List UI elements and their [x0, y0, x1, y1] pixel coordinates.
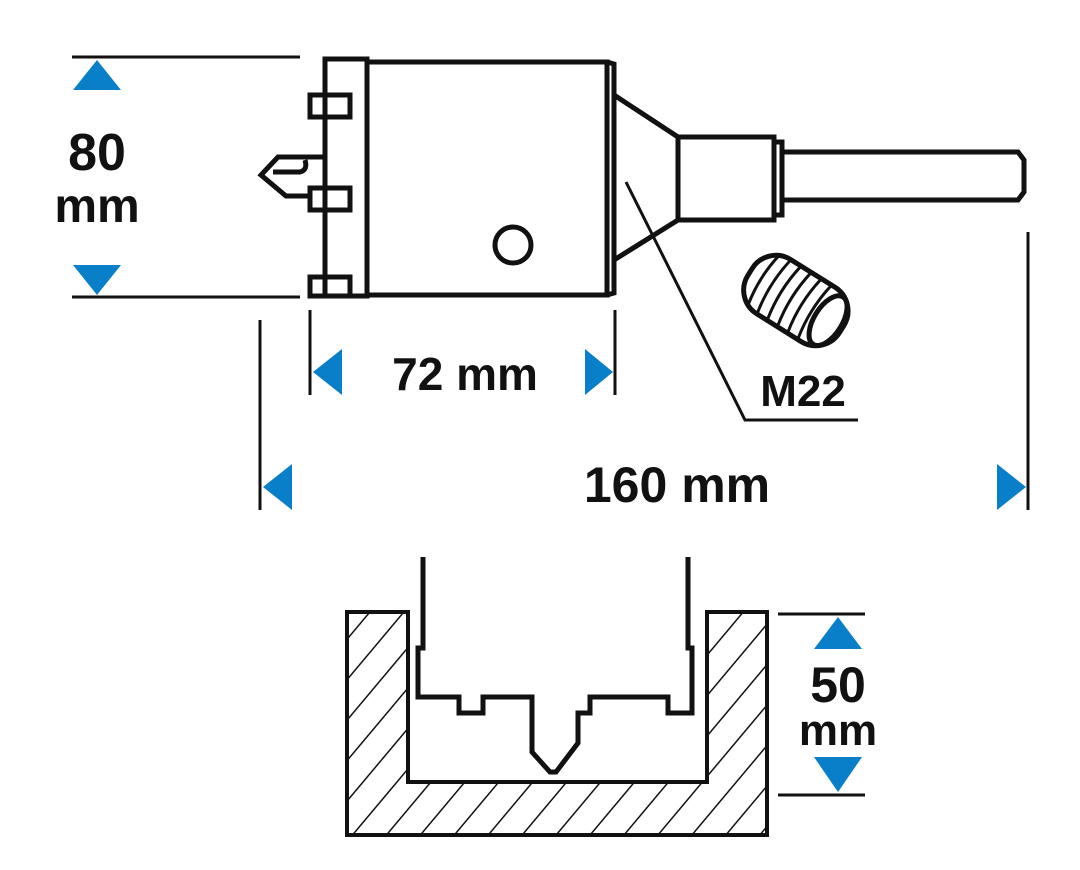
hole-saw	[257, 56, 1027, 299]
thread-callout: M22	[624, 181, 858, 422]
total-length-label: 160 mm	[584, 457, 770, 513]
hole-saw-profile	[415, 557, 695, 775]
depth-value: 50	[810, 657, 866, 713]
diameter-unit: mm	[54, 180, 139, 233]
depth-unit: mm	[799, 706, 877, 755]
arrow-down-icon	[73, 265, 121, 295]
pin-hole	[492, 224, 534, 266]
arrow-right-icon	[585, 349, 613, 395]
diameter-dimension: 80 mm	[54, 55, 300, 299]
thread-adapter	[741, 252, 851, 349]
arrow-left-icon	[263, 464, 292, 510]
diameter-value: 80	[68, 124, 126, 182]
arrow-left-icon	[313, 349, 342, 395]
arrow-right-icon	[997, 464, 1026, 510]
thread-label: M22	[760, 367, 846, 416]
arrow-up-icon	[814, 617, 862, 649]
total-length-dimension: 160 mm	[258, 232, 1030, 513]
arrow-up-icon	[73, 60, 121, 90]
cutting-length-label: 72 mm	[392, 348, 538, 400]
cutting-length-dimension: 72 mm	[308, 310, 617, 400]
depth-dimension: 50 mm	[778, 612, 877, 797]
workpiece-cross-section	[345, 557, 769, 837]
arrow-down-icon	[814, 757, 862, 792]
